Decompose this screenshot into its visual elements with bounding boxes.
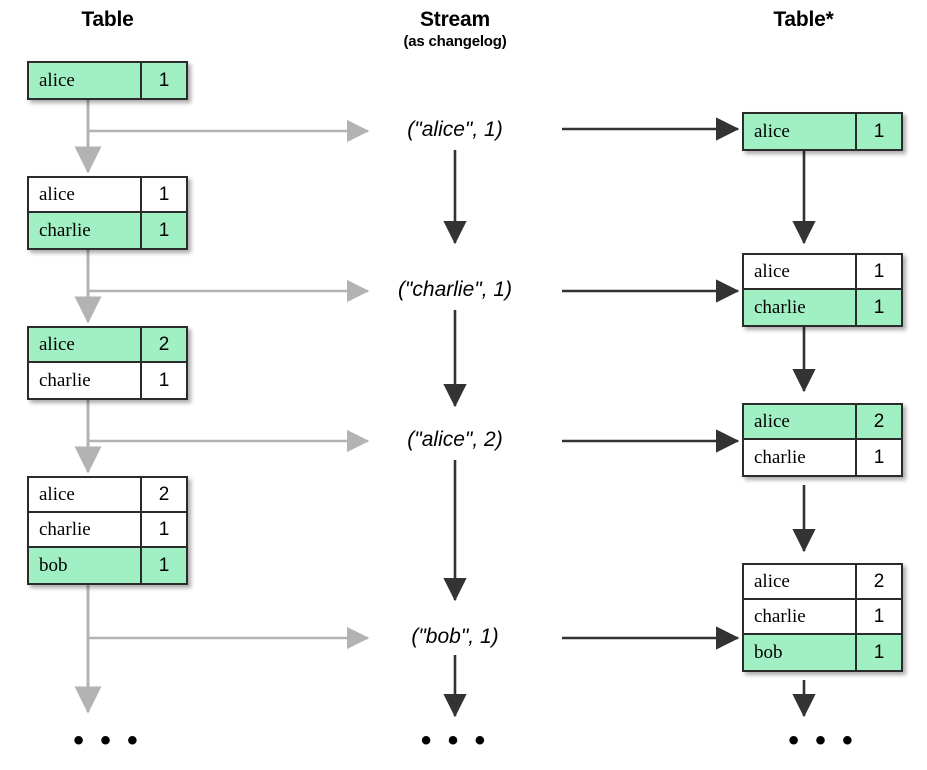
stream-record-4: ("bob", 1) xyxy=(411,625,499,648)
left-table-3: alice 2 charlie 1 xyxy=(27,326,188,400)
table-cell-key: charlie xyxy=(744,440,857,475)
table-cell-key: alice xyxy=(29,178,142,211)
table-row: charlie 1 xyxy=(744,440,901,475)
table-row: charlie 1 xyxy=(29,363,186,398)
table-row: bob 1 xyxy=(744,635,901,670)
table-cell-value: 2 xyxy=(857,405,901,438)
stream-to-table-arrows xyxy=(562,117,740,650)
table-cell-key: charlie xyxy=(744,600,857,633)
column-header-stream-subtitle: (as changelog) xyxy=(403,33,507,51)
table-cell-key: alice xyxy=(29,63,142,98)
right-table-1: alice 1 xyxy=(742,112,903,151)
table-cell-key: charlie xyxy=(744,290,857,325)
table-cell-value: 1 xyxy=(158,183,170,205)
table-row: alice 1 xyxy=(744,114,901,149)
table-cell-key: charlie xyxy=(29,513,142,546)
table-cell-value: 1 xyxy=(873,260,885,282)
table-row: charlie 1 xyxy=(29,513,186,548)
column-header-table-title: Table xyxy=(81,8,134,31)
table-cell-key: alice xyxy=(744,405,857,438)
table-cell-value: 2 xyxy=(142,328,186,361)
table-row: charlie 1 xyxy=(744,290,901,325)
table-cell-key: charlie xyxy=(29,363,142,398)
table-row: alice 2 xyxy=(744,565,901,600)
right-table-4: alice 2 charlie 1 bob 1 xyxy=(742,563,903,672)
table-row: alice 2 xyxy=(29,478,186,513)
column-header-table: Table xyxy=(27,8,188,32)
table-cell-value: 1 xyxy=(158,369,170,391)
stream-column-continuation: • • • xyxy=(420,724,490,757)
table-cell-value: 1 xyxy=(142,548,186,583)
table-row: charlie 1 xyxy=(744,600,901,635)
table-cell-key: alice xyxy=(29,478,142,511)
table-cell-key: alice xyxy=(744,255,857,288)
table-cell-key: alice xyxy=(744,565,857,598)
left-table-1: alice 1 xyxy=(27,61,188,100)
table-cell-value: 2 xyxy=(158,483,170,505)
right-table-2: alice 1 charlie 1 xyxy=(742,253,903,327)
table-cell-value: 2 xyxy=(873,570,885,592)
column-header-table-star: Table* xyxy=(723,8,884,32)
right-column-continuation: • • • xyxy=(788,724,857,757)
stream-record-1: ("alice", 1) xyxy=(407,118,503,141)
table-cell-value: 1 xyxy=(142,63,186,98)
table-row: alice 1 xyxy=(29,63,186,98)
stream-record-3: ("alice", 2) xyxy=(407,428,503,451)
column-header-table-star-title: Table* xyxy=(773,8,834,31)
column-header-stream: Stream (as changelog) xyxy=(375,8,535,50)
table-row: alice 2 xyxy=(29,328,186,363)
table-cell-key: bob xyxy=(29,548,142,583)
column-header-stream-title: Stream xyxy=(419,8,490,31)
table-cell-key: charlie xyxy=(29,213,142,248)
left-table-2: alice 1 charlie 1 xyxy=(27,176,188,250)
table-cell-value: 1 xyxy=(857,290,901,325)
table-row: alice 1 xyxy=(29,178,186,213)
table-row: alice 2 xyxy=(744,405,901,440)
right-table-3: alice 2 charlie 1 xyxy=(742,403,903,477)
table-cell-key: alice xyxy=(29,328,142,361)
table-cell-value: 1 xyxy=(158,518,170,540)
table-cell-value: 1 xyxy=(857,114,901,149)
table-cell-key: alice xyxy=(744,114,857,149)
left-table-4: alice 2 charlie 1 bob 1 xyxy=(27,476,188,585)
table-cell-key: bob xyxy=(744,635,857,670)
table-cell-value: 1 xyxy=(857,635,901,670)
table-cell-value: 1 xyxy=(873,605,885,627)
table-cell-value: 1 xyxy=(873,446,885,468)
table-row: bob 1 xyxy=(29,548,186,583)
left-column-continuation: • • • xyxy=(73,724,142,757)
table-row: alice 1 xyxy=(744,255,901,290)
table-row: charlie 1 xyxy=(29,213,186,248)
stream-record-2: ("charlie", 1) xyxy=(397,278,513,301)
table-cell-value: 1 xyxy=(142,213,186,248)
